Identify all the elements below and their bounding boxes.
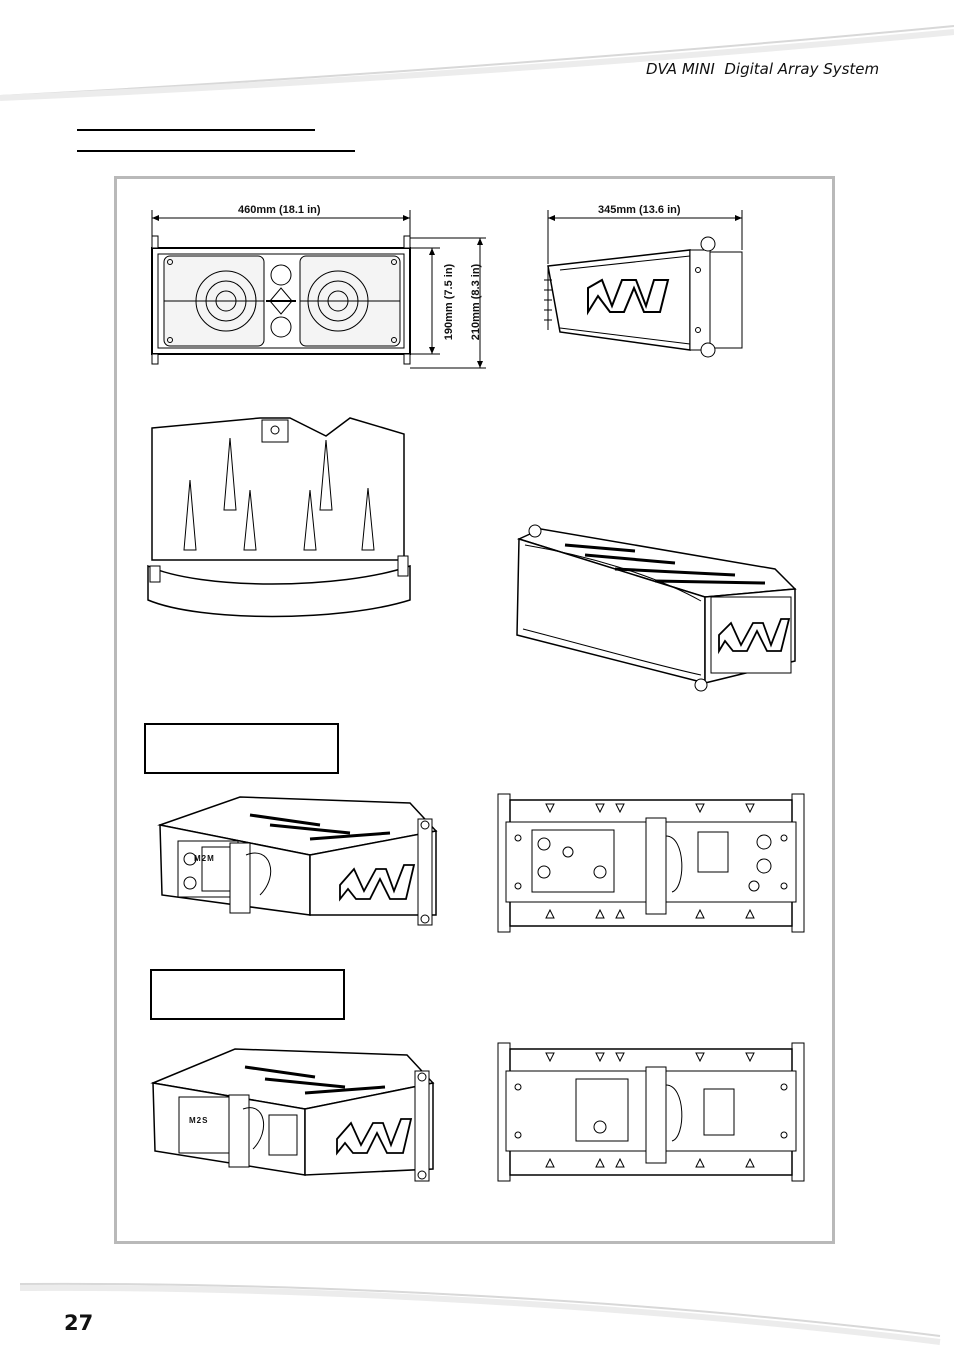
m2m-rear-perspective-drawing bbox=[157, 796, 438, 926]
front-outer-height-dimension: 210mm (8.3 in) bbox=[470, 263, 482, 341]
section-rule-short bbox=[77, 129, 315, 131]
front-width-dimension: 460mm (18.1 in) bbox=[238, 204, 321, 216]
side-depth-dimension: 345mm (13.6 in) bbox=[598, 204, 681, 216]
document-title: DVA MINI Digital Array System bbox=[646, 60, 880, 78]
m2s-panel-label: M2S bbox=[189, 1116, 209, 1125]
m2s-rear-perspective-drawing bbox=[150, 1048, 435, 1182]
front-view-drawing bbox=[151, 210, 486, 369]
m2m-panel-label: M2M bbox=[194, 854, 215, 863]
top-view-drawing bbox=[147, 417, 411, 618]
perspective-view-drawing bbox=[516, 524, 797, 692]
m2m-rear-panel-drawing bbox=[497, 793, 805, 933]
m2m-caption-box bbox=[144, 723, 339, 774]
section-rule-long bbox=[77, 150, 355, 152]
m2s-caption-box bbox=[150, 969, 345, 1020]
header-swoosh bbox=[0, 25, 954, 101]
page-number: 27 bbox=[64, 1311, 94, 1335]
front-inner-height-dimension: 190mm (7.5 in) bbox=[443, 263, 455, 341]
m2s-rear-panel-drawing bbox=[497, 1042, 805, 1182]
footer-swoosh bbox=[19, 1282, 941, 1345]
side-view-drawing bbox=[544, 210, 743, 358]
